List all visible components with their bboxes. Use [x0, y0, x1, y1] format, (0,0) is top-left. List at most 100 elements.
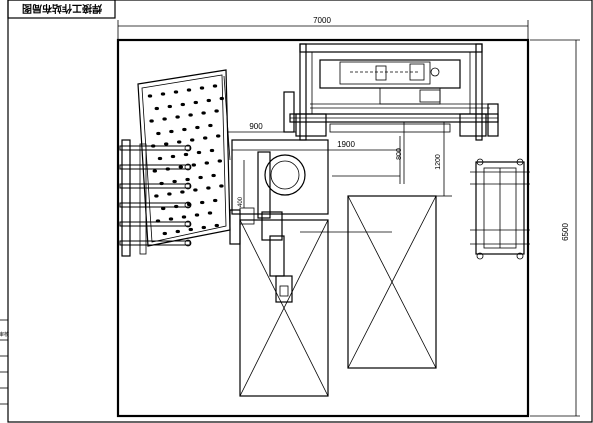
dim-800: 800: [396, 148, 403, 160]
positioner-bar: [119, 202, 191, 208]
work-table-left: [239, 219, 329, 397]
fixture-hole: [175, 115, 180, 119]
fixture-hole: [178, 165, 183, 169]
fixture-hole: [154, 106, 159, 111]
fixture-hole: [167, 104, 172, 109]
fixture-hole: [211, 173, 216, 178]
fixture-table: [137, 69, 231, 247]
fixture-hole: [208, 123, 213, 128]
fixture-hole: [209, 148, 215, 153]
fixture-hole: [156, 131, 161, 136]
fixture-hole: [201, 225, 206, 230]
fixture-hole: [175, 229, 180, 234]
dimension-small: 400: [238, 160, 245, 208]
fixture-hole: [181, 215, 187, 219]
dim-7000: 7000: [313, 16, 331, 25]
fixture-hole: [191, 163, 196, 167]
positioner-clamp: [184, 239, 192, 247]
fixture-hole: [173, 90, 179, 94]
fixture-hole: [185, 177, 190, 182]
revision-column: 审核: [0, 319, 9, 405]
fixture-hole: [188, 113, 193, 117]
fixture-hole: [195, 125, 200, 130]
fixture-hole: [154, 194, 159, 198]
fixture-hole: [219, 184, 224, 188]
fixture-hole: [201, 111, 206, 115]
fixture-hole: [200, 200, 205, 205]
positioner-bar: [119, 240, 191, 246]
fixture-hole: [194, 213, 200, 217]
right-positioner: [470, 158, 530, 260]
fixture-hole: [182, 127, 187, 132]
fixture-hole: [216, 134, 221, 138]
fixture-hole: [206, 186, 211, 190]
robot-arm: [229, 151, 306, 303]
fixture-hole: [199, 86, 205, 90]
fixture-hole: [188, 227, 193, 232]
dim-1900: 1900: [337, 140, 355, 149]
fixture-hole: [172, 179, 177, 184]
fixture-hole: [213, 198, 218, 203]
fixture-hole: [196, 150, 202, 155]
fixture-hole: [204, 161, 209, 165]
positioner-clamp: [184, 144, 192, 152]
fixture-hole: [193, 100, 198, 105]
positioner-clamp: [184, 182, 192, 190]
gantry-machine: [283, 43, 499, 141]
fixture-hole: [152, 169, 157, 173]
dimension-overall-width: 7000: [117, 16, 529, 40]
sidebar-label: 审核: [0, 331, 9, 338]
dim-1200: 1200: [435, 154, 442, 170]
fixture-hole: [162, 117, 167, 121]
positioner-clamp: [184, 220, 192, 228]
dim-small: 400: [238, 196, 244, 207]
fixture-hole: [183, 152, 189, 157]
positioner-bar: [119, 145, 191, 151]
title-text: 焊接工作站布局图: [22, 2, 102, 15]
workcell-boundary: [116, 38, 530, 418]
fixture-hole: [207, 211, 213, 215]
fixture-hole: [177, 140, 182, 144]
fixture-hole: [217, 159, 222, 163]
fixture-hole: [203, 136, 208, 140]
fixture-hole: [161, 206, 166, 211]
fixture-hole: [198, 175, 203, 180]
positioner-clamp: [184, 163, 192, 171]
fixture-hole: [214, 223, 219, 228]
fixture-hole: [190, 138, 195, 142]
sheet-border: [7, 0, 593, 423]
dimension-900: 900: [228, 122, 296, 133]
fixture-hole: [180, 190, 185, 194]
positioner-bar: [119, 221, 191, 227]
title-block: 焊接工作站布局图: [7, 0, 116, 19]
positioner-bar: [119, 183, 191, 189]
dim-6500: 6500: [561, 223, 570, 241]
fixture-hole: [168, 217, 174, 221]
dimension-1900: 1900: [232, 136, 401, 184]
fixture-hole: [167, 192, 172, 196]
fixture-hole: [157, 156, 163, 161]
dimension-1200: 1200: [435, 122, 452, 197]
dim-900: 900: [249, 122, 263, 131]
fixture-hole: [193, 188, 198, 192]
fixture-hole: [162, 231, 167, 236]
fixture-hole: [206, 98, 211, 103]
positioner-clamp: [184, 201, 192, 209]
fixture-hole: [164, 142, 169, 146]
fixture-hole: [219, 96, 224, 101]
dimension-800: 800: [396, 122, 405, 184]
fixture-hole: [186, 88, 192, 92]
dimension-overall-height: 6500: [530, 39, 580, 417]
positioner-frame: [119, 139, 192, 257]
fixture-hole: [170, 154, 176, 159]
fixture-hole: [169, 129, 174, 134]
positioner-bar: [119, 164, 191, 170]
fixture-hole: [180, 102, 185, 107]
fixture-hole: [147, 94, 153, 98]
fixture-hole: [160, 92, 166, 96]
robot-base-plate: [231, 139, 329, 215]
fixture-hole: [212, 84, 218, 88]
fixture-hole: [149, 119, 154, 123]
fixture-hole: [214, 109, 219, 113]
